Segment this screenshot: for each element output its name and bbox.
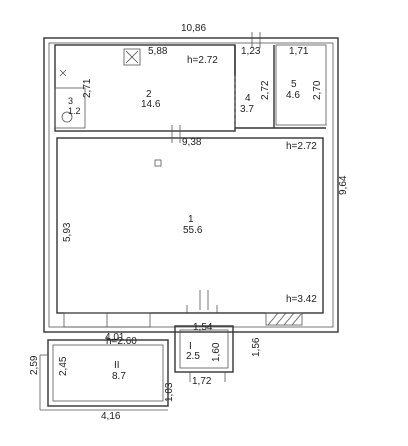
dim-1-56: 1,56 [251,337,262,357]
room-I-number: I [189,341,192,352]
dim-2-71: 2,71 [82,78,93,98]
dim-overall-height: 9,64 [338,175,349,195]
dim-1-71: 1,71 [289,46,309,57]
height-top-left: h=2.72 [187,55,218,66]
room-I-area: 2.5 [186,351,200,362]
room-1-number: 1 [188,214,194,225]
dim-2-59: 2,59 [29,355,40,375]
dim-overall-width: 10,86 [181,23,206,34]
room-5-area: 4.6 [286,90,300,101]
height-main: h=2.72 [286,141,317,152]
dim-1-03: 1,03 [164,382,175,402]
dim-2-45: 2,45 [58,356,69,376]
room-4-number: 4 [245,93,251,104]
room-II-area: 8.7 [112,371,126,382]
room-3-area: 1.2 [68,106,81,116]
room-II-number: II [114,360,120,371]
dim-4-16: 4,16 [101,411,121,422]
annex [39,339,169,411]
dim-5-88: 5,88 [148,46,168,57]
room-2-area: 14.6 [141,99,161,110]
dim-4-01: 4,01 [105,332,125,343]
dim-2-72: 2,72 [260,80,271,100]
dim-5-93: 5,93 [62,222,73,242]
outer-walls [43,37,339,333]
dim-1-54: 1,54 [193,322,213,333]
room-4-area: 3.7 [240,104,254,115]
dim-1-60: 1,60 [211,342,222,362]
main-hall [56,125,324,328]
dimension-labels: 10,86 9,64 1,23 1,71 5,88 2,71 2,72 2,70… [29,23,349,422]
dim-1-72: 1,72 [192,376,212,387]
room-3-number: 3 [68,96,73,106]
height-left-annex: h=2.60 [106,336,137,347]
room-2-number: 2 [146,89,152,100]
dim-1-23: 1,23 [241,46,261,57]
dim-9-38: 9,38 [182,137,202,148]
room-5-number: 5 [291,79,297,90]
height-main-bottom: h=3.42 [286,294,317,305]
room-labels: 2 14.6 3 1.2 4 3.7 5 4.6 1 55.6 I 2.5 II… [68,79,300,382]
dim-2-70: 2,70 [312,80,323,100]
ceiling-height-labels: h=2.72 h=2.72 h=3.42 h=2.60 [106,55,317,347]
vestibule [174,325,234,382]
room-1-area: 55.6 [183,225,203,236]
upper-rooms [54,32,327,132]
